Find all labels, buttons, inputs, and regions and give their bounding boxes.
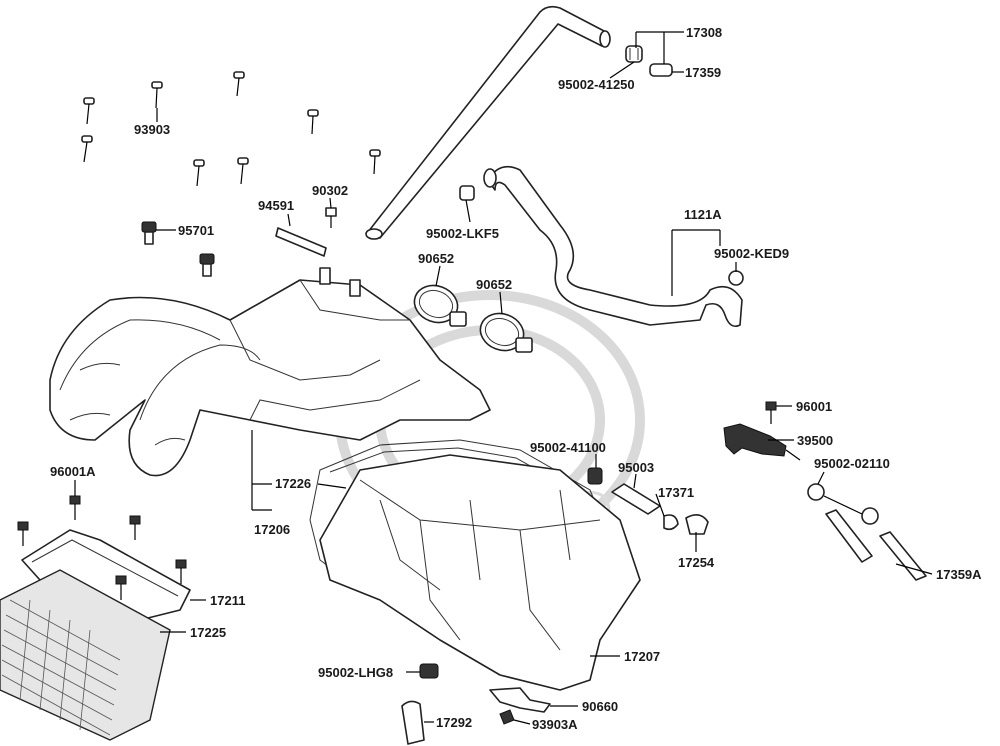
label-93903: 93903 — [134, 122, 170, 137]
bracket-90660 — [489, 687, 551, 713]
clip-17371 — [663, 514, 679, 531]
screw-93903A — [499, 709, 515, 725]
label-17211: 17211 — [210, 593, 245, 608]
label-95003: 95003 — [618, 460, 654, 475]
label-95002-LKF5: 95002-LKF5 — [426, 226, 499, 241]
label-17207: 17207 — [624, 649, 660, 664]
label-17206: 17206 — [254, 522, 290, 537]
label-17254: 17254 — [678, 555, 715, 570]
label-17226: 17226 — [275, 476, 311, 491]
clamp-95002-02110 — [807, 483, 879, 525]
label-17292: 17292 — [436, 715, 472, 730]
drain-tubes-17359A — [825, 509, 927, 581]
label-90302: 90302 — [312, 183, 348, 198]
label-39500: 39500 — [797, 433, 833, 448]
clamp-95002-LKF5 — [459, 185, 475, 201]
label-95701: 95701 — [178, 223, 214, 238]
label-94591: 94591 — [258, 198, 294, 213]
label-17225: 17225 — [190, 625, 226, 640]
filter-element-17225 — [0, 569, 171, 741]
clamp-95002-KED9 — [728, 270, 744, 286]
part-labels: 17308 17359 95002-41250 93903 90302 9459… — [50, 25, 982, 732]
label-17371: 17371 — [658, 485, 694, 500]
label-95002-LHG8: 95002-LHG8 — [318, 665, 393, 680]
band-clamp-90652-b — [479, 312, 533, 353]
label-17308: 17308 — [686, 25, 722, 40]
air-cleaner-lower-case-17207 — [319, 454, 641, 691]
label-95002-41100: 95002-41100 — [530, 440, 606, 455]
screw-96001 — [765, 401, 777, 424]
clip-95002-41100 — [587, 467, 603, 485]
sensor-39500 — [723, 423, 801, 461]
label-90652-b: 90652 — [476, 277, 512, 292]
clamp-95002-LHG8 — [419, 663, 439, 679]
label-95002-41250: 95002-41250 — [558, 77, 635, 92]
label-90652-a: 90652 — [418, 251, 454, 266]
tube-95003 — [611, 483, 661, 515]
label-1121A: 1121A — [684, 207, 722, 222]
clamp-95002-41250 — [625, 45, 643, 63]
label-17359: 17359 — [685, 65, 721, 80]
leader-lines — [74, 31, 933, 725]
label-95002-KED9: 95002-KED9 — [714, 246, 789, 261]
label-96001A: 96001A — [50, 464, 96, 479]
bolts-95701 — [141, 221, 215, 277]
screws-96001A — [17, 495, 187, 600]
plate-94591 — [275, 227, 327, 257]
label-95002-02110: 95002-02110 — [814, 456, 890, 471]
screws-93903 — [81, 71, 381, 187]
bolt-90302 — [325, 207, 337, 228]
breather-tube-17308 — [365, 5, 611, 240]
label-96001: 96001 — [796, 399, 832, 414]
band-clamp-90652-a — [413, 284, 467, 327]
cap-17254 — [685, 514, 709, 535]
joint-17359 — [649, 63, 673, 77]
plug-17292 — [401, 700, 425, 745]
hose-1121A — [483, 165, 743, 328]
air-cleaner-upper-case-17206 — [49, 267, 491, 477]
label-93903A: 93903A — [532, 717, 578, 732]
label-90660: 90660 — [582, 699, 618, 714]
label-17359A: 17359A — [936, 567, 982, 582]
